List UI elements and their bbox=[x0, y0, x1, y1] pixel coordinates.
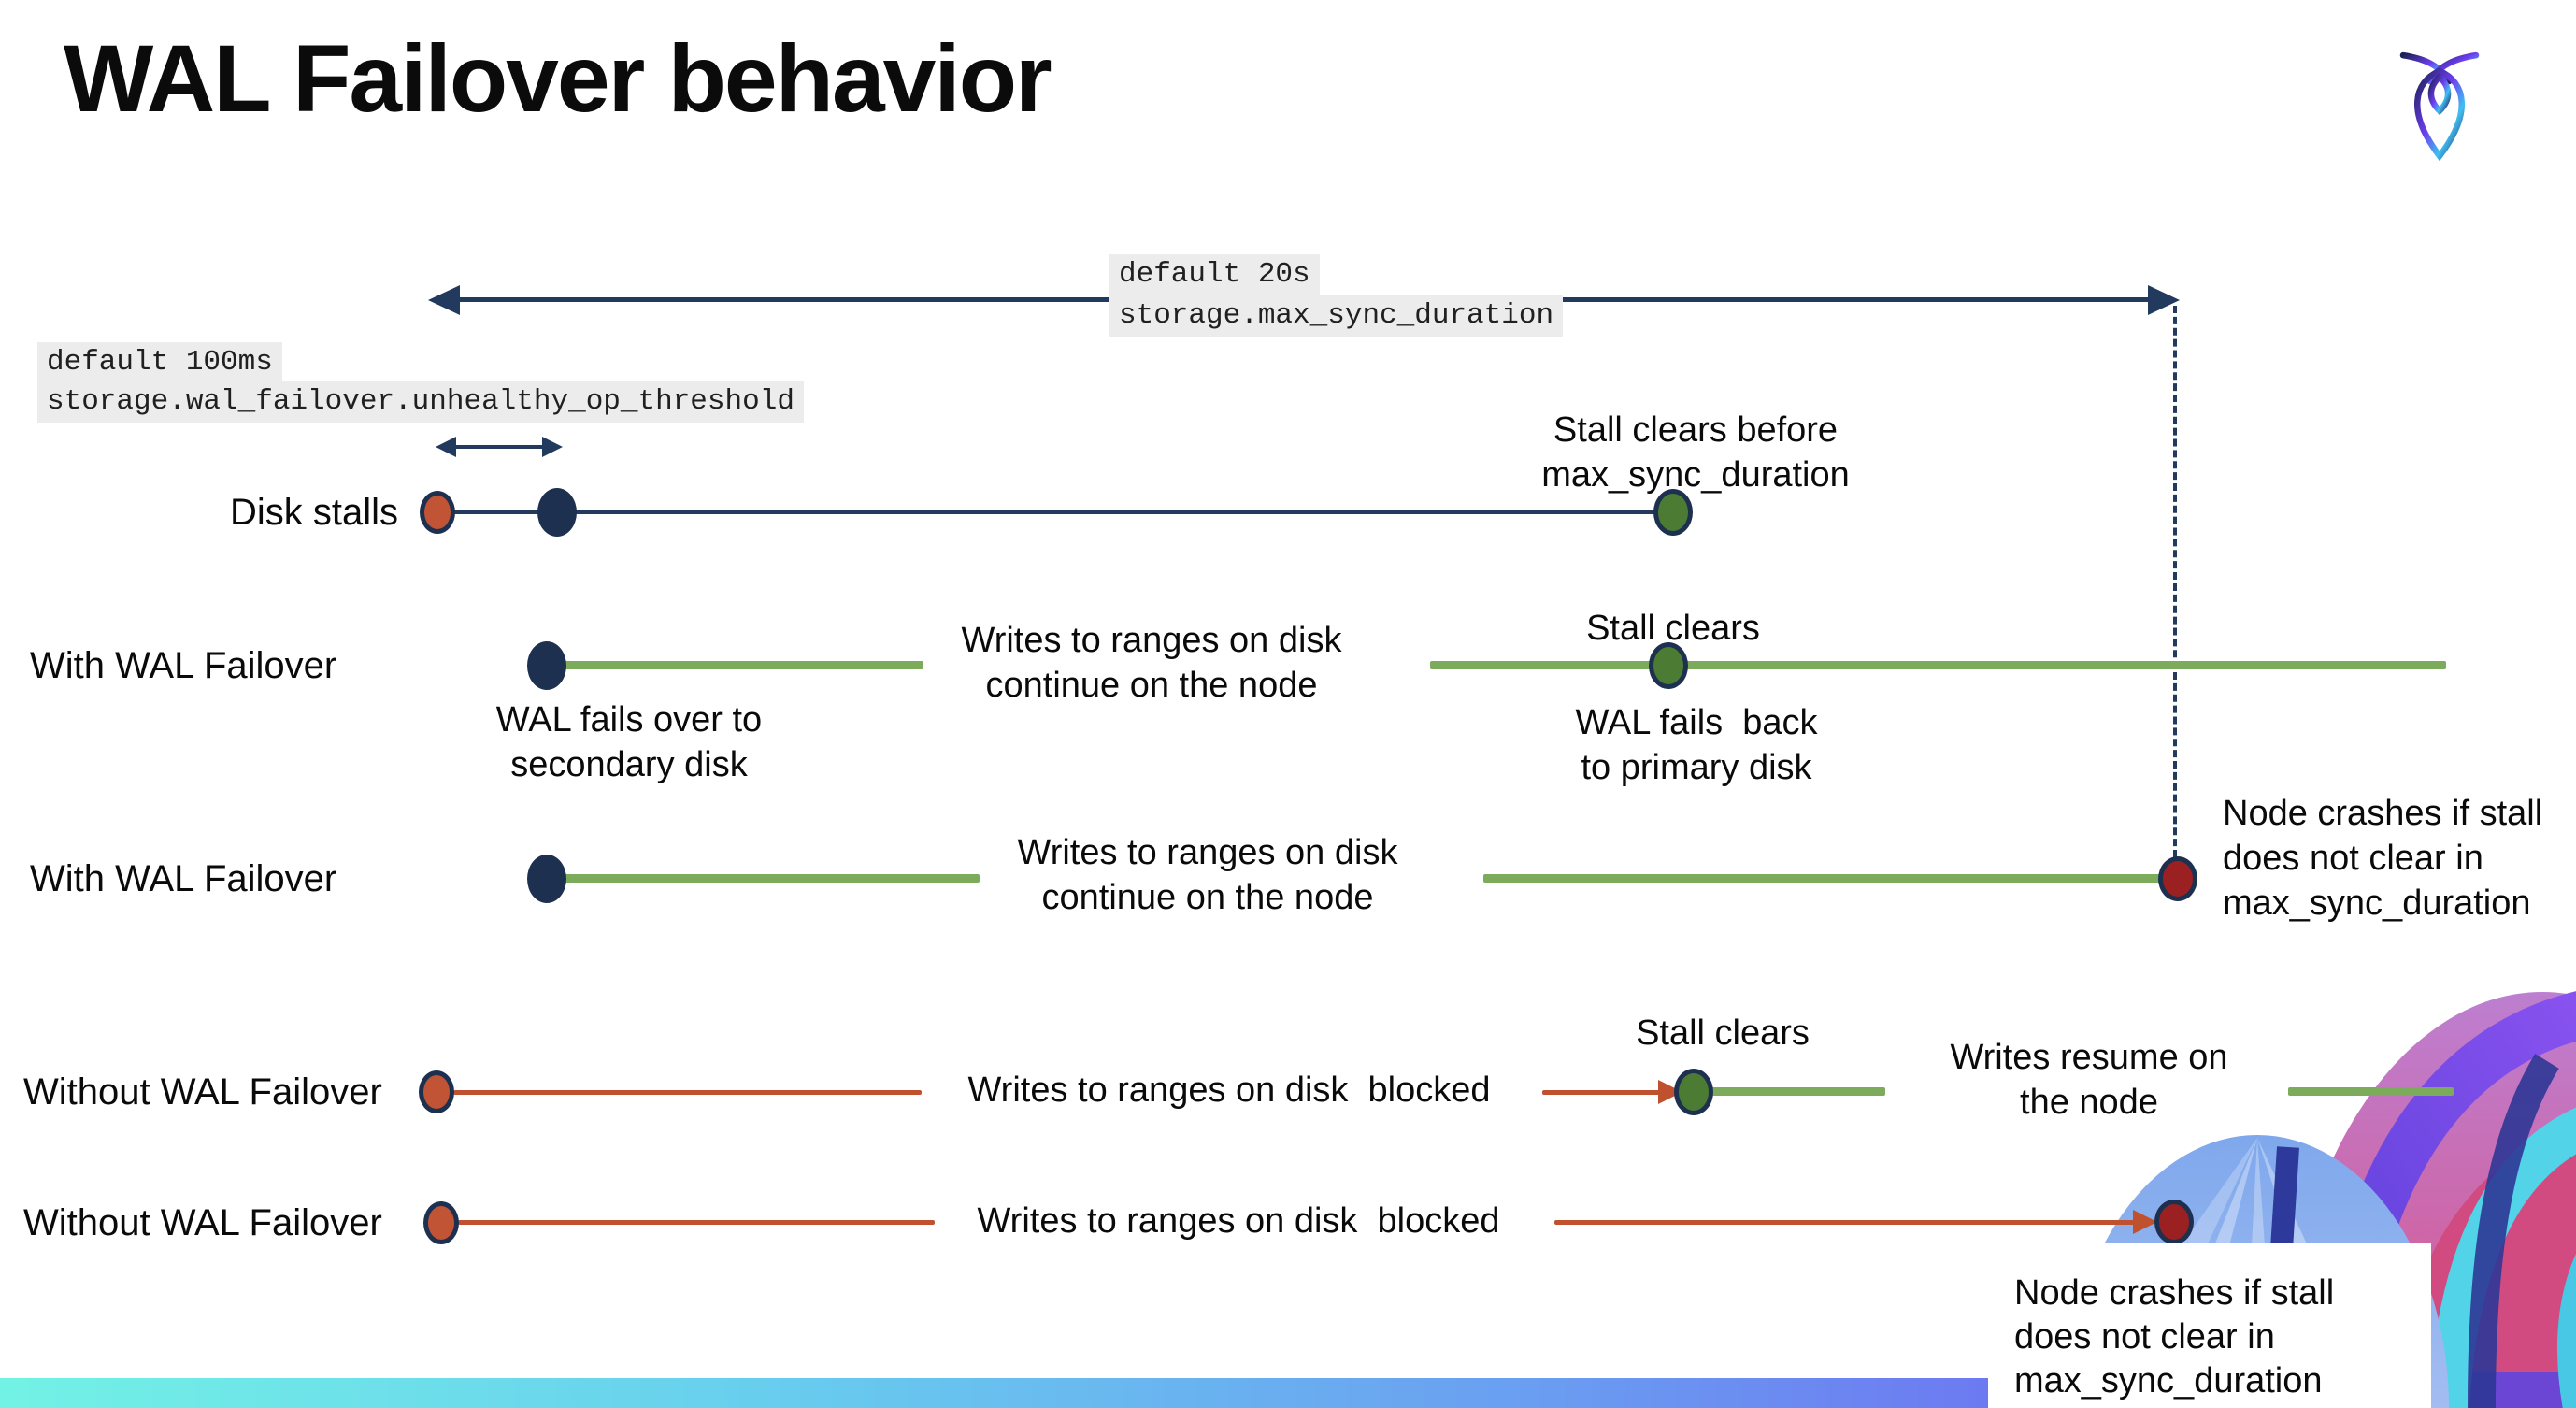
wal-fails-back-note: WAL fails back to primary disk bbox=[1575, 703, 1818, 787]
stall-start-dot bbox=[423, 1201, 459, 1244]
node-crash-dot bbox=[2158, 856, 2197, 901]
node-crashes-callout-box: Node crashes if stall does not clear in … bbox=[1988, 1243, 2431, 1408]
stall-clear-dot bbox=[1649, 642, 1688, 689]
writes-continue-note: Writes to ranges on disk continue on the… bbox=[961, 621, 1342, 705]
max-sync-setting-label: storage.max_sync_duration bbox=[1109, 295, 1564, 337]
stall-clear-dot bbox=[1653, 489, 1693, 536]
row-label-disk-stalls: Disk stalls bbox=[230, 492, 399, 533]
writes-resume-note: Writes resume on the node bbox=[1950, 1038, 2228, 1122]
writes-continue-line-2 bbox=[1483, 874, 2164, 883]
writes-continue-line bbox=[561, 661, 923, 669]
threshold-arrow-line bbox=[454, 445, 544, 449]
node-crash-dot bbox=[2154, 1200, 2194, 1244]
stall-clear-dot bbox=[1674, 1069, 1713, 1115]
writes-resume-line-2 bbox=[2288, 1087, 2454, 1096]
max-sync-default-label: default 20s bbox=[1109, 254, 1320, 295]
row-label-with-wal-failover-2: With WAL Failover bbox=[30, 858, 337, 899]
threshold-default-label: default 100ms bbox=[37, 342, 282, 383]
node-crashes-note: Node crashes if stall does not clear in … bbox=[2223, 794, 2543, 923]
writes-blocked-note: Writes to ranges on disk blocked bbox=[967, 1070, 1491, 1110]
writes-continue-line-2 bbox=[1430, 661, 2446, 669]
wal-fails-over-note: WAL fails over to secondary disk bbox=[495, 700, 763, 784]
writes-continue-line bbox=[561, 874, 980, 883]
writes-continue-note: Writes to ranges on disk continue on the… bbox=[1017, 833, 1398, 917]
node-crashes-note: Node crashes if stall does not clear in … bbox=[2014, 1273, 2335, 1401]
row-label-without-wal-failover-2: Without WAL Failover bbox=[23, 1202, 382, 1243]
blocked-arrow-line bbox=[1542, 1090, 1660, 1095]
threshold-arrowhead-left-icon bbox=[436, 437, 456, 457]
failover-start-dot bbox=[527, 855, 566, 903]
threshold-setting-label: storage.wal_failover.unhealthy_op_thresh… bbox=[37, 381, 804, 423]
arrowhead-left-icon bbox=[428, 285, 460, 315]
max-sync-deadline-dashed-line bbox=[2173, 306, 2177, 857]
disk-stall-timeline bbox=[437, 510, 1673, 514]
cockroachdb-logo-icon bbox=[2399, 51, 2480, 162]
writes-blocked-line bbox=[453, 1090, 922, 1095]
writes-resume-line bbox=[1706, 1087, 1885, 1096]
row-label-with-wal-failover-1: With WAL Failover bbox=[30, 645, 337, 686]
threshold-arrowhead-right-icon bbox=[542, 437, 563, 457]
page-title: WAL Failover behavior bbox=[64, 25, 1052, 132]
row-label-without-wal-failover-1: Without WAL Failover bbox=[23, 1071, 382, 1113]
writes-blocked-line bbox=[458, 1220, 935, 1225]
failover-start-dot bbox=[527, 641, 566, 690]
blocked-arrowhead-icon bbox=[2133, 1210, 2157, 1234]
stall-clears-note: Stall clears bbox=[1636, 1013, 1810, 1053]
blocked-arrow-line bbox=[1554, 1220, 2135, 1225]
failover-threshold-dot bbox=[537, 488, 577, 537]
stall-start-dot bbox=[419, 1070, 454, 1113]
stall-clears-note: Stall clears bbox=[1586, 609, 1760, 648]
stall-start-dot bbox=[420, 491, 455, 534]
writes-blocked-note: Writes to ranges on disk blocked bbox=[977, 1201, 1500, 1241]
stall-clears-before-note: Stall clears before max_sync_duration bbox=[1541, 410, 1850, 495]
